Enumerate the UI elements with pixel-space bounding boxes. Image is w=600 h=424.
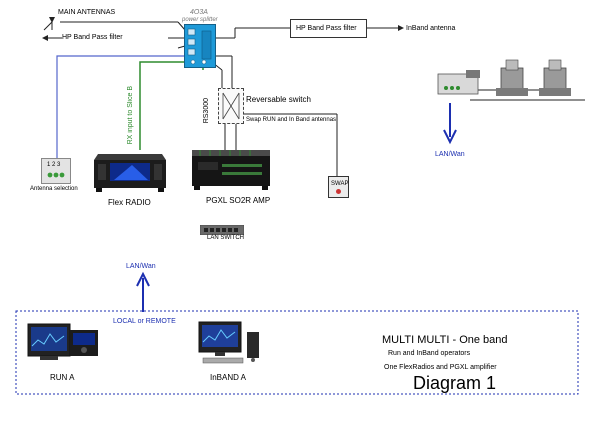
rs3000-label: RS3000 [203, 98, 210, 124]
inband-a-workstation-icon [195, 320, 265, 366]
hp-filter-left-label: HP Band Pass filter [62, 34, 123, 41]
antenna-switch-icon: 1 2 3 [41, 158, 71, 184]
inband-antenna-label: InBand antenna [406, 25, 456, 32]
run-a-workstation-icon [26, 322, 100, 364]
lan-switch-icon [199, 222, 245, 236]
remote-location-frame [15, 310, 579, 395]
main-antennas-label: MAIN ANTENNAS [58, 9, 116, 16]
reversable-switch-label: Reversable switch [246, 95, 311, 104]
diagram-title: Diagram 1 [413, 373, 497, 393]
swap-led-icon [336, 189, 341, 194]
lan-switch-label: LAN SWITCH [207, 235, 245, 241]
splitter-sub-label: power splitter [182, 17, 218, 23]
swap-button: SWAP [328, 176, 349, 198]
multi-title-label: MULTI MULTI - One band [382, 334, 508, 346]
operators-label: Run and InBand operators [388, 350, 471, 357]
run-a-label: RUN A [50, 373, 75, 382]
rx-input-label: RX input to Slice B [127, 86, 134, 145]
pgxl-amp-label: PGXL SO2R AMP [206, 196, 271, 205]
swap-note-label: Swap RUN and In Band antennas [246, 117, 337, 123]
pgxl-amp-icon [190, 150, 272, 190]
power-splitter-icon [184, 24, 216, 68]
local-remote-label: LOCAL or REMOTE [113, 318, 176, 325]
antenna-switch-digits: 1 2 3 [47, 162, 61, 168]
lan-wan-mid-label: LAN/Wan [126, 263, 156, 270]
antenna-selection-label: Antenna selection [30, 186, 78, 192]
hp-filter-right-box: HP Band Pass filter [290, 19, 367, 38]
radios-amp-label: One FlexRadios and PGXL amplifier [384, 364, 497, 371]
flex-radio-label: Flex RADIO [108, 198, 151, 207]
inband-a-label: InBAND A [210, 373, 247, 382]
remote-hardware-icon [436, 58, 576, 108]
swap-label: SWAP [331, 181, 349, 187]
hp-filter-right-label: HP Band Pass filter [296, 25, 357, 32]
flex-radio-icon [92, 150, 168, 192]
splitter-model-label: 4O3A [190, 9, 208, 16]
lan-wan-right-label: LAN/Wan [435, 151, 465, 158]
reversable-switch-icon [218, 88, 244, 124]
